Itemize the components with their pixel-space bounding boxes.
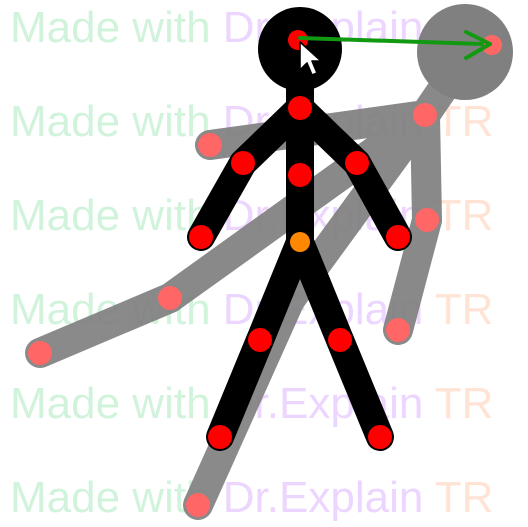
ghost-limb: [25, 283, 185, 368]
ghost-joint-handle: [198, 133, 222, 157]
ghost-head: [417, 4, 513, 100]
left-forearm: [187, 149, 257, 251]
ghost-joint-handle: [28, 341, 52, 365]
ghost-figure: [25, 37, 483, 520]
joint-left-elbow[interactable]: [231, 151, 255, 175]
ghost-limb: [383, 205, 442, 345]
ghost-joint-handle: [158, 286, 182, 310]
right-shin: [326, 326, 394, 451]
mouse-pointer-icon: [299, 41, 322, 76]
joint-left-knee[interactable]: [248, 328, 272, 352]
right-thigh: [286, 228, 354, 354]
joints[interactable]: [189, 30, 410, 449]
joint-right-foot[interactable]: [368, 425, 392, 449]
ghost-joint-handle: [386, 318, 410, 342]
joint-left-hand[interactable]: [189, 225, 213, 249]
joint-right-hand[interactable]: [386, 225, 410, 249]
ghost-joint-handle: [186, 493, 210, 517]
joint-left-foot[interactable]: [208, 425, 232, 449]
pivot-joint[interactable]: [290, 232, 310, 252]
joint-right-elbow[interactable]: [345, 151, 369, 175]
arrow-right-icon: [298, 30, 492, 60]
ghost-joint-handle: [413, 103, 437, 127]
joint-chest[interactable]: [288, 163, 312, 187]
ghost-joint-handle: [415, 208, 439, 232]
ghost-joint-handle: [482, 35, 502, 55]
joint-neck[interactable]: [288, 96, 312, 120]
joint-right-knee[interactable]: [328, 328, 352, 352]
ghost-joints: [28, 35, 502, 517]
left-shin: [206, 326, 274, 451]
right-forearm: [343, 149, 412, 251]
